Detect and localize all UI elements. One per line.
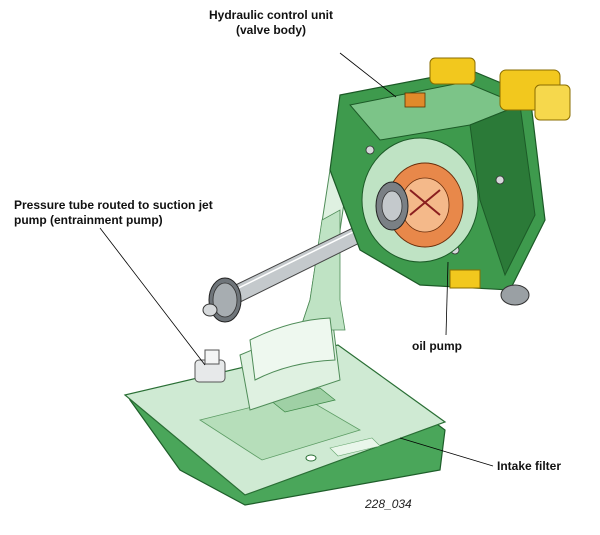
leader-hydraulic [339,52,397,98]
label-pressure-tube: Pressure tube routed to suction jet pump… [14,198,213,228]
leader-oil-pump [445,261,449,336]
leader-intake-filter [399,437,494,467]
oil-pump [361,137,479,263]
label-intake-filter: Intake filter [497,459,562,473]
label-pressure-line1: Pressure tube routed to suction jet [14,198,213,212]
label-hydraulic-line2: (valve body) [235,23,307,37]
figure-id: 228_034 [365,497,412,511]
leader-pressure [99,227,206,366]
label-pressure-line2: pump (entrainment pump) [14,213,163,227]
label-oil-pump: oil pump [412,339,462,353]
leader-lines [99,52,494,467]
label-hydraulic-control-unit: Hydraulic control unit (valve body) [185,8,357,38]
label-hydraulic-line1: Hydraulic control unit [208,8,333,22]
